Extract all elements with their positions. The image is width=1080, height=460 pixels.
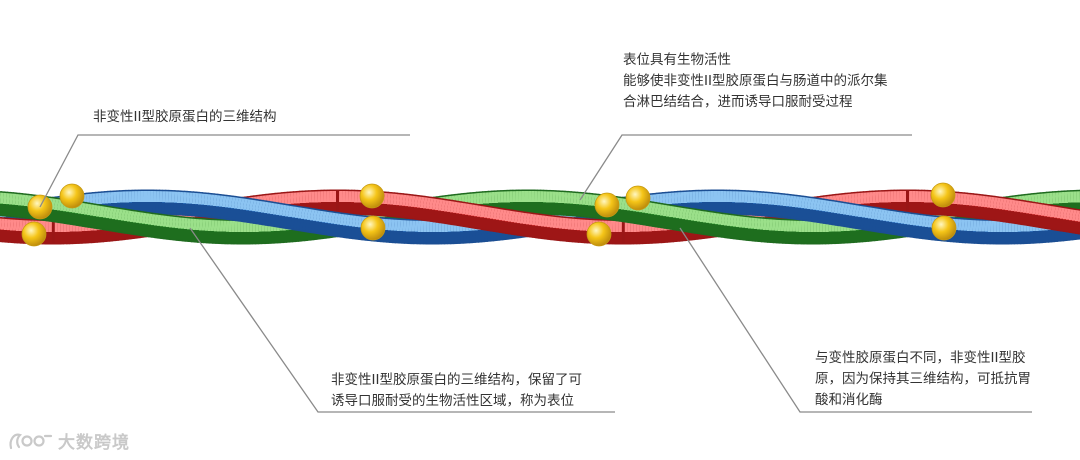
strand-green-segment bbox=[97, 205, 105, 229]
epitope-bead bbox=[360, 215, 386, 241]
leader-line-bottom-left bbox=[189, 227, 615, 413]
strand-red-segment bbox=[478, 206, 486, 229]
epitope-bead bbox=[586, 221, 612, 247]
callout-enzyme-resistance: 与变性胶原蛋白不同，非变性II型胶 原，因为保持其三维结构，可抵抗胃 酸和消化酶 bbox=[815, 350, 1031, 408]
epitope-bead bbox=[594, 192, 620, 218]
strand-blue-segment bbox=[856, 205, 864, 229]
leader-lines bbox=[39, 134, 1032, 413]
callout-epitope-bioactivity: 表位具有生物活性 能够使非变性II型胶原蛋白与肠道中的派尔集 合淋巴结结合，进而… bbox=[623, 52, 888, 110]
dashuju-logo-icon bbox=[9, 433, 53, 449]
callout-preserved-epitope-region: 非变性II型胶原蛋白的三维结构，保留了可 诱导口服耐受的生物活性区域，称为表位 bbox=[331, 372, 582, 409]
epitope-bead bbox=[21, 221, 47, 247]
leader-line-bottom-right bbox=[679, 227, 1032, 413]
epitope-bead bbox=[931, 215, 957, 241]
strand-green-segment bbox=[667, 205, 675, 229]
epitope-bead bbox=[930, 182, 956, 208]
collagen-strands bbox=[0, 189, 1080, 245]
strand-blue-segment bbox=[286, 205, 294, 229]
epitope-bead bbox=[359, 183, 385, 209]
watermark: 大数跨境 bbox=[8, 428, 130, 453]
callout-undenatured-3d-structure: 非变性II型胶原蛋白的三维结构 bbox=[93, 109, 277, 125]
epitope-bead bbox=[59, 183, 85, 209]
epitope-beads bbox=[21, 182, 957, 247]
strand-red-segment bbox=[1048, 206, 1056, 229]
leader-line-top-left bbox=[39, 134, 410, 208]
leader-line-top-right bbox=[579, 134, 912, 201]
watermark-text: 大数跨境 bbox=[58, 433, 130, 453]
epitope-bead bbox=[625, 185, 651, 211]
